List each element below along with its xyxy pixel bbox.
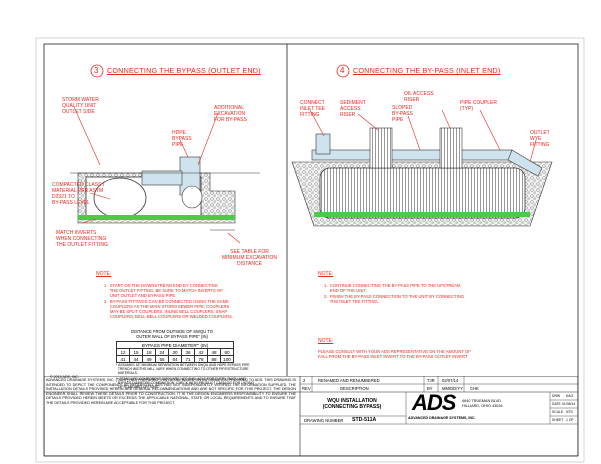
diameter-cell: 24: [155, 348, 169, 356]
distance-cell: 71: [181, 355, 195, 363]
outlet-end-illustration: [70, 106, 260, 244]
right-section-title: CONNECTING THE BY-PASS (INLET END): [353, 66, 501, 75]
callout-oil-access-riser: OIL ACCESS RISER: [404, 91, 434, 103]
callout-compacted-material: COMPACTED CLASS I MATERIAL PER ASTM D232…: [52, 182, 105, 206]
callout-storm-water: STORM WATER QUALITY UNIT OUTLET SIDE: [62, 97, 99, 115]
distance-cell: 55: [155, 355, 169, 363]
meta-drw-label: DRW: [552, 394, 561, 398]
left-note-2: 2. BY-PASS FITTINGS CAN BE CONNECTED USI…: [104, 299, 233, 319]
diameter-cell: 36: [181, 348, 195, 356]
footnote-2: ** STANDARD COMPONENT SIZES ARE NOT AVAI…: [116, 377, 255, 389]
diameter-cell: 42: [194, 348, 208, 356]
drawing-number: STD-511A: [352, 417, 377, 423]
bedding-fill: [78, 215, 235, 220]
callout-outlet-wye: OUTLET WYE FITTING: [530, 130, 550, 148]
chk-header: CHK: [470, 386, 479, 391]
meta-scale-label: SCALE: [552, 410, 564, 414]
right-step-number: 4: [340, 66, 345, 75]
step-number-circle-icon: [90, 64, 104, 78]
right-note-2: 2. FINISH THE BY-PASS CONNECTION TO THE …: [324, 294, 465, 304]
bedding-fill: [314, 212, 530, 217]
distance-table-header: BYPASS PIPE DIAMETER"' (IN): [116, 341, 234, 349]
right-note2-label: NOTE:: [318, 338, 334, 344]
meta-scale-value: NTS: [566, 410, 573, 414]
callout-pipe-coupler: PIPE COUPLER (TYP): [460, 100, 497, 112]
meta-sheet-value: 1 OF: [566, 418, 574, 422]
callout-connect-inlet-tee: CONNECT INLET TEE FITTING: [300, 100, 326, 118]
distance-cell: 49: [142, 355, 156, 363]
callout-sloped-bypass: SLOPED BY-PASS PIPE: [392, 105, 413, 123]
rev-by: TJR: [427, 378, 435, 383]
rev-description: RENAMED AND RENUMBERED: [318, 378, 380, 383]
diameter-cell: 12: [116, 348, 130, 356]
date-header: MM/DD/YY: [442, 386, 463, 391]
footnote-1: * ASSUMES 18" MINIMUM SEPARATION BETWEEN…: [116, 363, 250, 375]
left-note-1: 1. START ON THE DOWNSTREAM END BY CONNEC…: [104, 283, 223, 298]
ads-logo: ADS: [412, 390, 456, 415]
diameter-cell: 60: [220, 348, 234, 356]
distance-cell: 78: [194, 355, 208, 363]
meta-sheet-label: SHEET: [552, 418, 564, 422]
distance-cell: 100: [220, 355, 234, 363]
distance-table-title: DISTANCE FROM OUTSIDE OF SWQU TO OUTER W…: [130, 329, 214, 339]
callout-see-table: SEE TABLE FOR MINIMUM EXCAVATION DISTANC…: [222, 249, 277, 267]
diameter-cell: 15: [129, 348, 143, 356]
callout-additional-excavation: ADDITIONAL EXCAVATION FOR BY-PASS: [214, 105, 247, 123]
by-header: BY: [427, 386, 433, 391]
step-number-circle-icon: [336, 64, 350, 78]
description-header: DESCRIPTION: [340, 386, 369, 391]
callout-hdpe-bypass: HDPE BYPASS PIPE: [172, 130, 192, 148]
diameter-cell: 18: [142, 348, 156, 356]
rev-date: 02/07/14: [442, 378, 459, 383]
meta-date-value: 01/06/14: [562, 402, 576, 406]
inlet-end-illustration: [291, 110, 553, 227]
left-section-title: CONNECTING THE BYPASS (OUTLET END): [107, 66, 261, 75]
callout-match-inverts: MATCH INVERTS WHEN CONNECTING THE OUTLET…: [56, 230, 108, 248]
left-step-number: 3: [94, 66, 99, 75]
company-name: ADVANCED DRAINAGE SYSTEMS, INC.: [408, 416, 476, 420]
copyright: © 2013 ADS, INC.: [50, 375, 80, 379]
rev-number: 2: [303, 378, 306, 383]
left-note-label: NOTE:: [96, 271, 112, 277]
right-note-label: NOTE:: [318, 271, 334, 277]
distance-cell: 41: [116, 355, 130, 363]
distance-cell: 64: [168, 355, 182, 363]
drawing-title: WQU INSTALLATION (CONNECTING BYPASS): [322, 398, 382, 410]
right-note-1: 1. CONTINUE CONNECTING THE BY-PASS PIPE …: [324, 283, 461, 293]
disclaimer-text: ADVANCED DRAINAGE SYSTEMS, INC. ("ADS") …: [46, 378, 296, 405]
distance-cell: 88: [207, 355, 221, 363]
meta-drw-value: KAG: [566, 394, 574, 398]
distance-cell: 44: [129, 355, 143, 363]
diameter-cell: 30: [168, 348, 182, 356]
company-address: 4640 TRUEMAN BLVD HILLIARD, OHIO 43026: [462, 399, 503, 408]
right-note2-text: PLEASE CONSULT WITH YOUR ADS REPRESENTAT…: [318, 349, 471, 359]
distance-table: BYPASS PIPE DIAMETER"' (IN) 12 15 18 24 …: [116, 341, 234, 363]
rev-header: REV: [302, 386, 311, 391]
drawing-number-label: DRAWING NUMBER: [304, 418, 344, 423]
diameter-cell: 48: [207, 348, 221, 356]
callout-sediment-riser: SEDIMENT ACCESS RISER: [340, 100, 366, 118]
meta-date-label: DATE: [552, 402, 561, 406]
title-block-frame: [44, 376, 578, 456]
